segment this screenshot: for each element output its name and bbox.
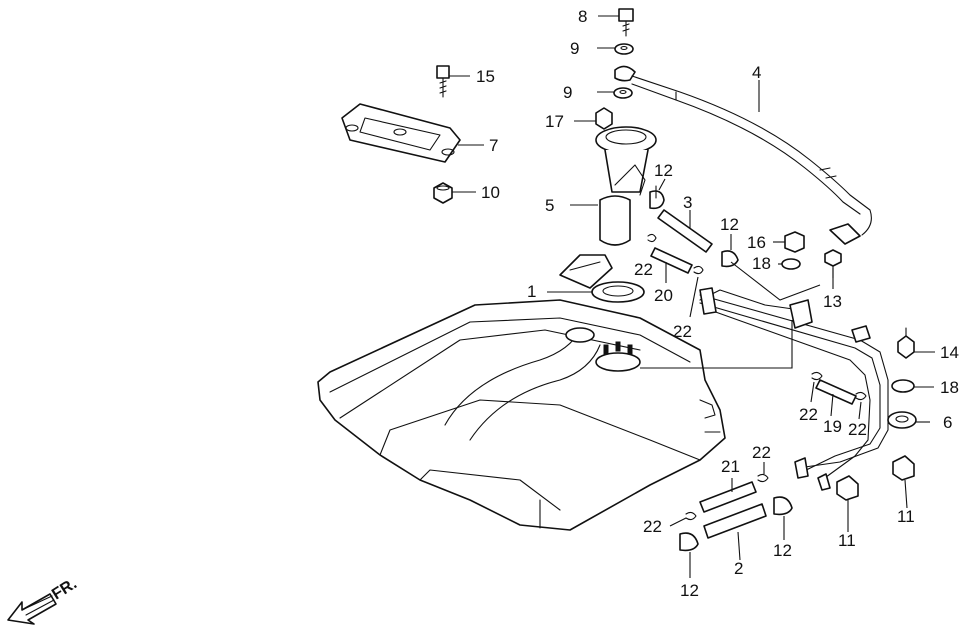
pump-gasket[interactable] xyxy=(591,281,645,303)
washer-9-upper[interactable] xyxy=(614,43,634,55)
clamp-12-mid[interactable] xyxy=(721,250,739,268)
fuel-pipe-assembly[interactable] xyxy=(699,287,889,491)
nut-17[interactable] xyxy=(595,107,613,130)
callout-18-upper: 18 xyxy=(752,254,771,273)
clip-22-d[interactable] xyxy=(855,391,867,401)
washer-18-lower[interactable] xyxy=(891,379,915,393)
callout-11-left: 11 xyxy=(838,531,856,550)
washer-9-lower[interactable] xyxy=(613,87,633,99)
callout-3: 3 xyxy=(683,193,692,212)
bolt-15[interactable] xyxy=(436,65,450,98)
bolt-8[interactable] xyxy=(618,8,634,37)
callout-11-right: 11 xyxy=(897,507,915,526)
hose-19[interactable] xyxy=(815,379,857,405)
callout-20: 20 xyxy=(654,286,673,305)
callout-12-upper: 12 xyxy=(654,161,673,180)
callout-5: 5 xyxy=(545,196,554,215)
leader-lines xyxy=(449,15,935,578)
clamp-12-upper[interactable] xyxy=(649,185,665,210)
fuel-pump-assembly[interactable] xyxy=(559,126,657,289)
callout-10: 10 xyxy=(481,183,500,202)
clamp-11-left[interactable] xyxy=(836,475,859,501)
callout-22-d: 22 xyxy=(848,420,867,439)
clip-22-c[interactable] xyxy=(811,371,823,381)
callout-12-lower-left: 12 xyxy=(680,581,699,600)
callout-19: 19 xyxy=(823,417,842,436)
callout-22-b: 22 xyxy=(673,322,692,341)
callout-22-c: 22 xyxy=(799,405,818,424)
callout-18-lower: 18 xyxy=(940,378,959,397)
clip-14[interactable] xyxy=(897,327,915,359)
tank-flange[interactable] xyxy=(595,341,641,372)
feed-hose[interactable] xyxy=(614,65,872,245)
callout-14: 14 xyxy=(940,343,959,362)
clamp-12-lower-right[interactable] xyxy=(773,496,793,516)
callout-2: 2 xyxy=(734,559,743,578)
callout-9-upper: 9 xyxy=(570,39,579,58)
callout-16: 16 xyxy=(747,233,766,252)
callout-labels: 8 9 9 4 15 17 7 10 5 12 3 12 16 18 22 20… xyxy=(476,7,959,600)
clamp-12-lower-left[interactable] xyxy=(679,532,699,552)
pump-cover[interactable] xyxy=(341,103,461,163)
callout-17: 17 xyxy=(545,112,564,131)
callout-6: 6 xyxy=(943,413,952,432)
callout-22-a: 22 xyxy=(634,260,653,279)
grommet-6[interactable] xyxy=(887,411,917,429)
clip-22-b[interactable] xyxy=(693,265,704,275)
callout-8: 8 xyxy=(578,7,587,26)
hose-20[interactable] xyxy=(650,247,693,274)
callout-12-mid: 12 xyxy=(720,215,739,234)
callout-15: 15 xyxy=(476,67,495,86)
callout-7: 7 xyxy=(489,136,498,155)
clamp-11-right[interactable] xyxy=(892,455,915,481)
hose-21[interactable] xyxy=(699,481,757,513)
clip-22-e[interactable] xyxy=(757,473,769,483)
washer-18-upper[interactable] xyxy=(781,258,801,270)
arrow-left-down-icon xyxy=(7,593,57,625)
callout-13: 13 xyxy=(823,292,842,311)
callout-4: 4 xyxy=(752,63,761,82)
callout-9-lower: 9 xyxy=(563,83,572,102)
callout-21: 21 xyxy=(721,457,740,476)
front-direction-indicator: FR. xyxy=(7,575,80,625)
callout-12-lower-right: 12 xyxy=(773,541,792,560)
fuel-tank[interactable] xyxy=(317,299,726,531)
nut-10[interactable] xyxy=(433,182,453,204)
clip-22-a[interactable] xyxy=(647,233,657,243)
hose-2[interactable] xyxy=(703,503,767,539)
callout-22-e: 22 xyxy=(752,443,771,462)
callout-22-f: 22 xyxy=(643,517,662,536)
callout-1: 1 xyxy=(527,282,536,301)
clip-22-f[interactable] xyxy=(685,511,697,521)
cap-16[interactable] xyxy=(784,231,805,253)
hose-3[interactable] xyxy=(657,209,713,253)
